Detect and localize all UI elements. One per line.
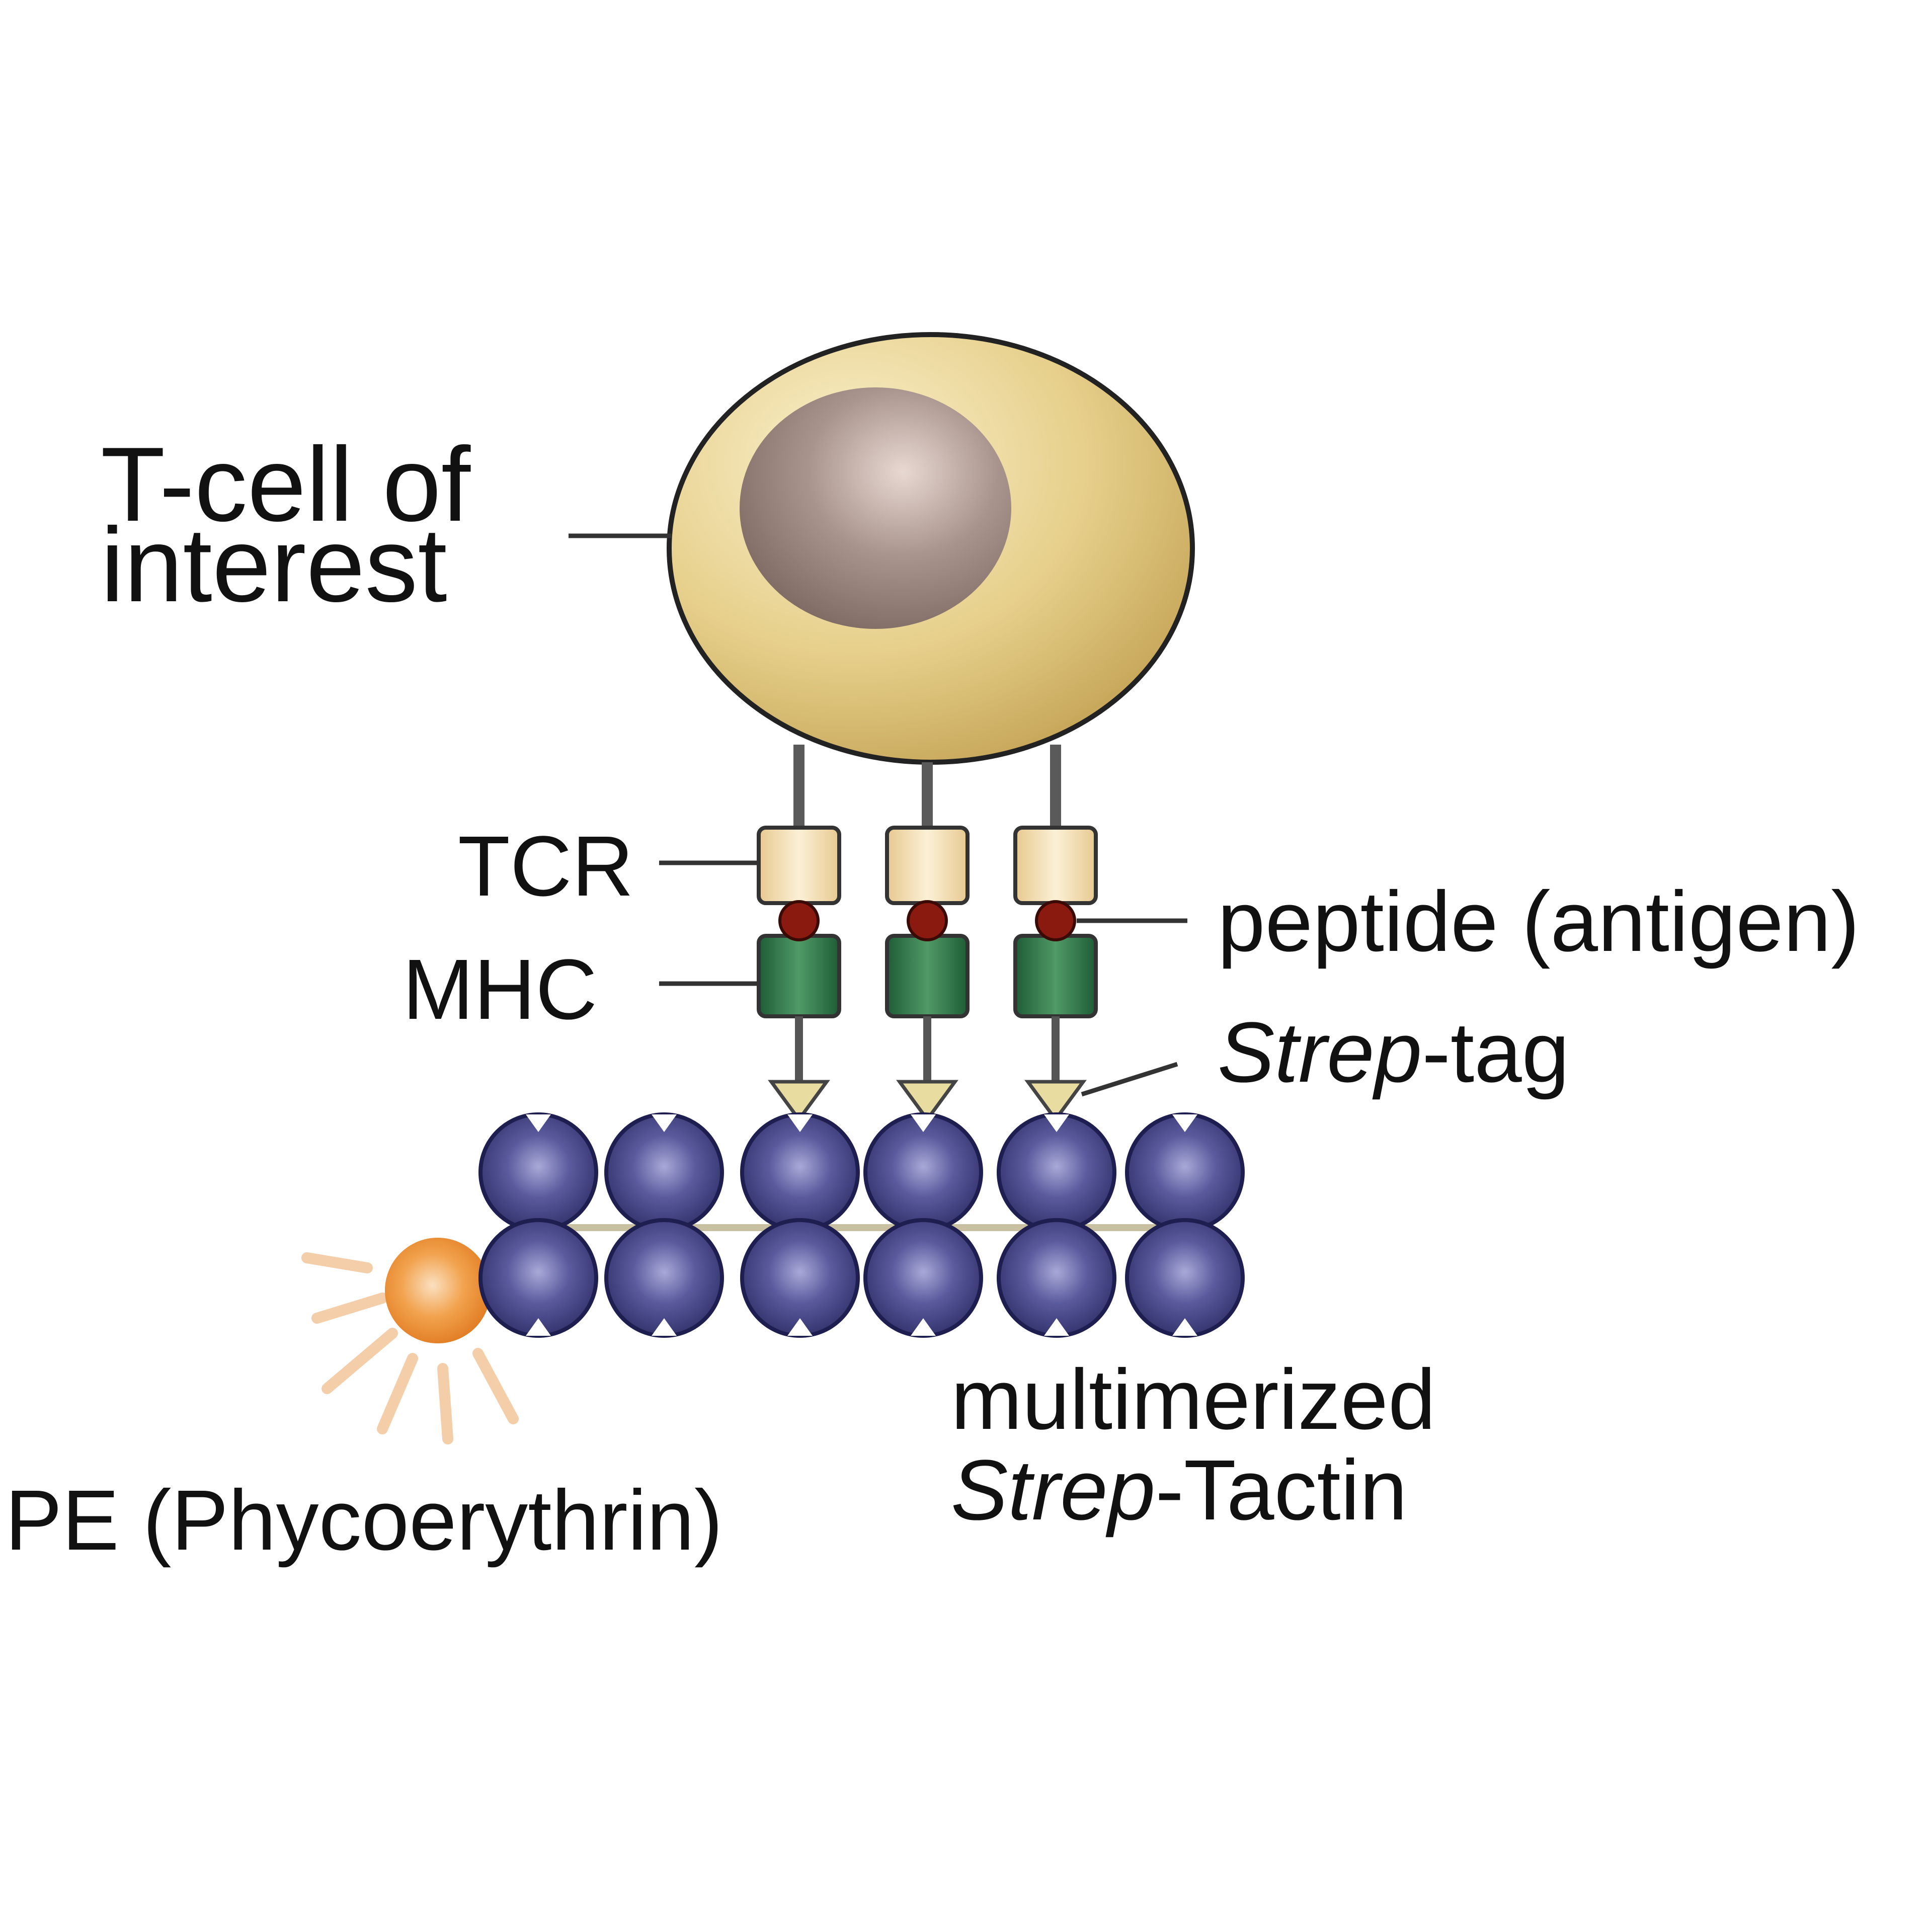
label-tcell-line2: interest — [101, 506, 447, 624]
tcr-block — [757, 826, 841, 905]
receptor-complex-2 — [885, 826, 970, 1122]
nucleus — [740, 387, 1011, 629]
strep-tag-leader — [1081, 1062, 1178, 1097]
peptide-dot — [778, 900, 820, 941]
mhc-block — [1013, 934, 1098, 1018]
peptide-dot — [907, 900, 948, 941]
mhc-block — [885, 934, 970, 1018]
binding-notches — [526, 1114, 1197, 1336]
label-tcell-line1: T-cell of — [101, 425, 471, 543]
label-tcr: TCR — [458, 819, 633, 914]
tcr-block — [885, 826, 970, 905]
receptor-complex-3 — [1013, 826, 1098, 1122]
strep-tactin-units — [478, 1112, 1245, 1338]
label-peptide: peptide (antigen) — [1218, 874, 1860, 970]
tcr-block — [1013, 826, 1098, 905]
mhc-block — [757, 934, 841, 1018]
receptor-complex-1 — [757, 826, 841, 1122]
tcr-stalks — [793, 745, 1061, 830]
peptide-dot — [1035, 900, 1076, 941]
pe-glow-rays — [301, 1252, 519, 1444]
label-mhc: MHC — [403, 942, 597, 1037]
label-multimer-rest: -Tactin — [1155, 1442, 1407, 1538]
pe-dot — [385, 1238, 491, 1343]
strep-tag-arrow — [1024, 1080, 1087, 1122]
strep-tag-arrow — [896, 1080, 958, 1122]
label-multimer-italic: Strep — [951, 1442, 1155, 1538]
label-strep-tag-rest: -tag — [1422, 1005, 1569, 1100]
pe-fluorophore — [301, 1238, 519, 1444]
strep-tactin-multimer — [478, 1112, 1245, 1338]
t-cell — [667, 332, 1195, 765]
label-pe: PE (Phycoerythrin) — [5, 1473, 723, 1568]
label-multimer-line1: multimerized — [951, 1352, 1436, 1447]
leader-lines — [569, 533, 1187, 1097]
label-strep-tag: Strep-tag — [1218, 1005, 1569, 1100]
label-strep-tag-italic: Strep — [1218, 1005, 1422, 1100]
label-multimer-line2: Strep-Tactin — [951, 1442, 1407, 1538]
strep-tag-arrow — [768, 1080, 830, 1122]
